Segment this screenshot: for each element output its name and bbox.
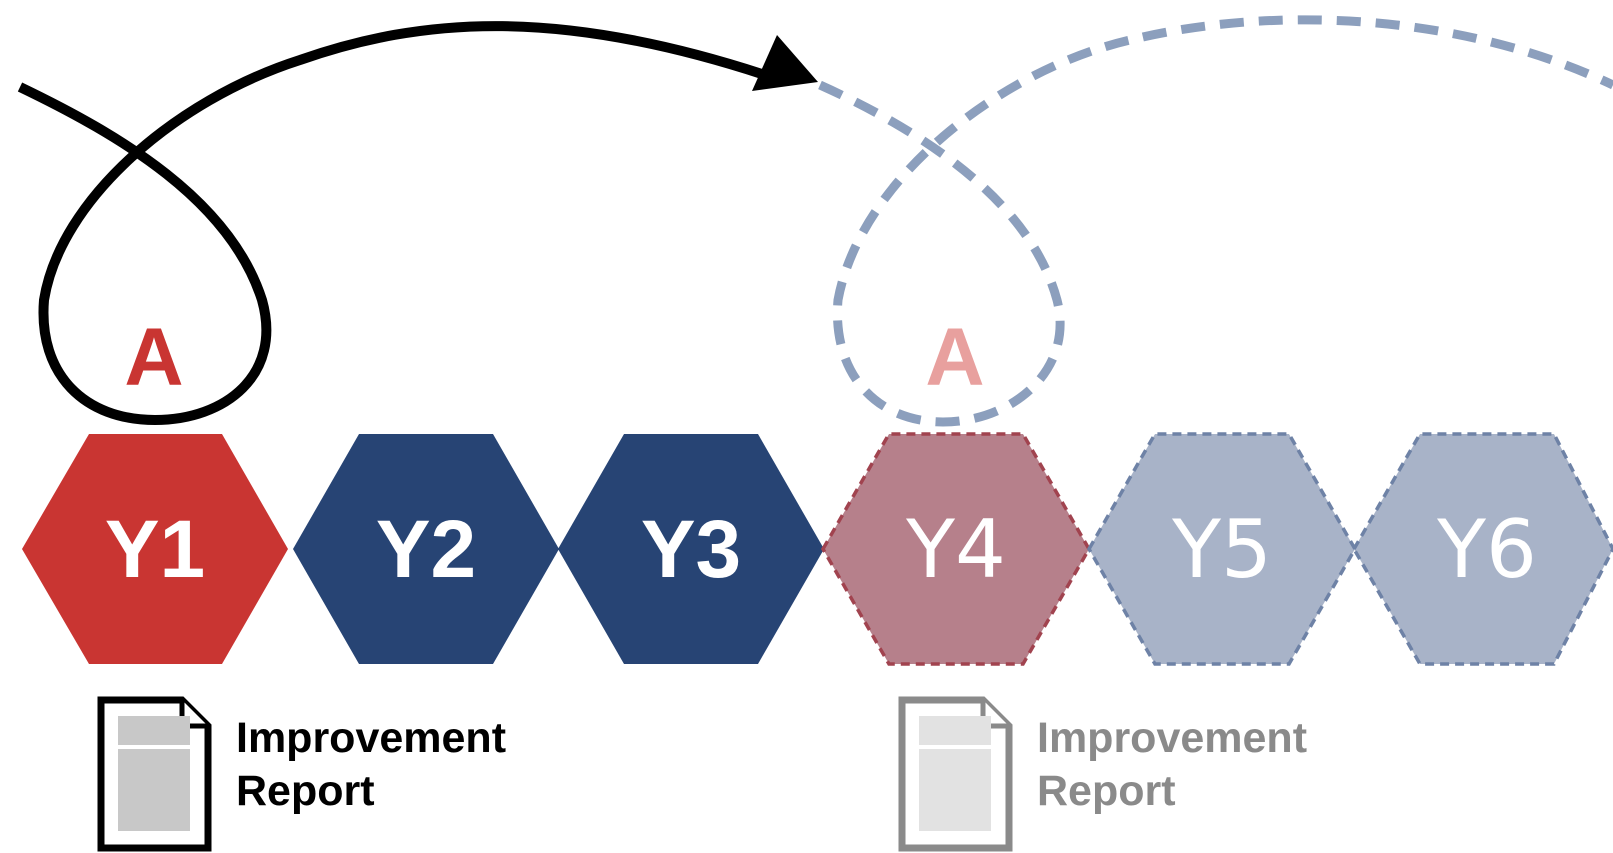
hexagon-year-4: Y4 [820,432,1092,666]
hexagon-year-3: Y3 [558,434,824,664]
improvement-report-1: Improvement Report [97,696,506,852]
report-line-1: Improvement [1037,714,1307,762]
hexagon-label: Y4 [905,503,1006,596]
hexagon-shape [1086,432,1358,666]
report-line-2: Report [236,767,375,815]
document-icon [898,696,1013,852]
hexagon-label: Y2 [376,504,476,595]
hexagon-label: Y6 [1436,503,1537,596]
hexagon-label: Y3 [641,504,741,595]
hexagon-shape [558,434,824,664]
document-icon [97,696,212,852]
hexagon-year-2: Y2 [293,434,559,664]
cycle-loop-solid [17,21,818,425]
loop-marker-2: A [925,312,984,403]
hexagon-shape [293,434,559,664]
hexagon-label: Y1 [105,504,205,595]
loop-path-solid [17,21,782,425]
hexagon-year-6: Y6 [1351,432,1613,666]
improvement-report-2: Improvement Report [898,696,1307,852]
hexagon-shape [22,434,288,664]
hexagon-year-5: Y5 [1086,432,1358,666]
arrow-head-icon [752,35,818,91]
hexagon-shape [820,432,1092,666]
hexagon-year-1: Y1 [22,434,288,664]
cycle-loop-dashed [818,15,1613,427]
loop-marker-1: A [124,312,183,403]
report-line-1: Improvement [236,714,506,762]
loop-path-dashed [818,15,1613,427]
hexagon-label: Y5 [1171,503,1272,596]
report-line-2: Report [1037,767,1176,815]
hexagon-shape [1351,432,1613,666]
